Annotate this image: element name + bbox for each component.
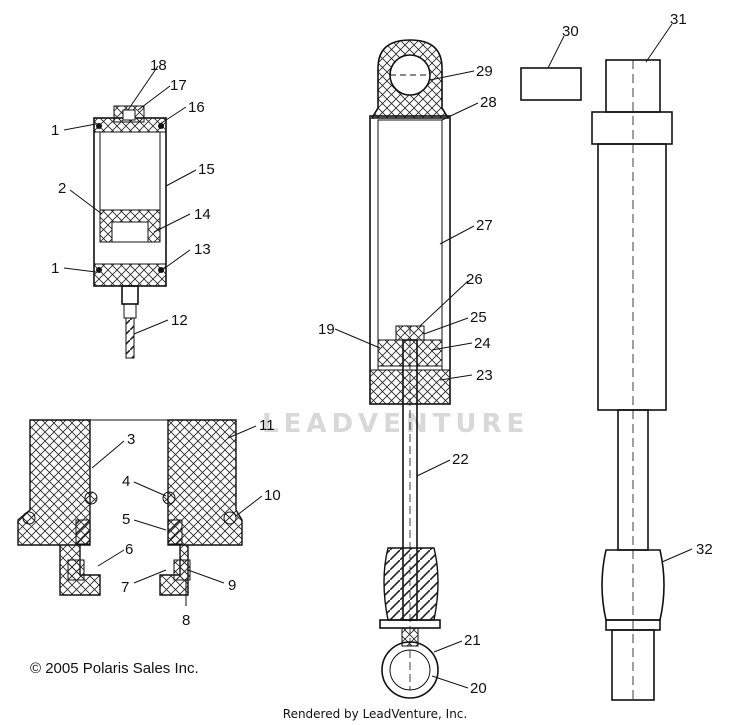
callout-16: 16: [188, 99, 205, 116]
callout-14: 14: [194, 206, 211, 223]
callout-27: 27: [476, 217, 493, 234]
callout-15: 15: [198, 161, 215, 178]
callout-25: 25: [470, 309, 487, 326]
seal-head-detail: [17, 419, 243, 596]
reservoir-assembly: [93, 105, 167, 359]
callout-8: 8: [182, 612, 190, 629]
callout-31: 31: [670, 11, 687, 28]
callout-17: 17: [170, 77, 187, 94]
leader-lines: [63, 23, 693, 689]
callout-9: 9: [228, 577, 236, 594]
callout-13: 13: [194, 241, 211, 258]
callout-19: 19: [318, 321, 335, 338]
callout-18: 18: [150, 57, 167, 74]
callout-11: 11: [259, 417, 275, 434]
rendered-by-text: Rendered by LeadVenture, Inc.: [282, 707, 468, 721]
callout-30: 30: [562, 23, 579, 40]
callout-10: 10: [264, 487, 281, 504]
callout-28: 28: [480, 94, 497, 111]
callout-2: 2: [58, 180, 66, 197]
bumper-part: [520, 67, 582, 101]
callout-5: 5: [122, 511, 130, 528]
shock-body-assembly: [369, 39, 451, 699]
callout-1-bottom: 1: [51, 260, 59, 277]
callout-21: 21: [464, 632, 481, 649]
callout-7: 7: [121, 579, 129, 596]
callout-24: 24: [474, 335, 491, 352]
callout-32: 32: [696, 541, 713, 558]
callout-4: 4: [122, 473, 130, 490]
callout-20: 20: [470, 680, 487, 697]
callout-22: 22: [452, 451, 469, 468]
callout-26: 26: [466, 271, 483, 288]
callout-6: 6: [125, 541, 133, 558]
callout-23: 23: [476, 367, 493, 384]
copyright-text: © 2005 Polaris Sales Inc.: [30, 660, 199, 677]
outer-shock-assembly: [591, 59, 673, 701]
callout-12: 12: [171, 312, 188, 329]
callout-labels: 1 1 2 3 4 5 6 7 8 9 10 11 12 13 14 15 16…: [51, 11, 713, 697]
callout-29: 29: [476, 63, 493, 80]
callout-3: 3: [127, 431, 135, 448]
watermark-text: LEADVENTURE: [262, 409, 529, 439]
callout-1-top: 1: [51, 122, 59, 139]
